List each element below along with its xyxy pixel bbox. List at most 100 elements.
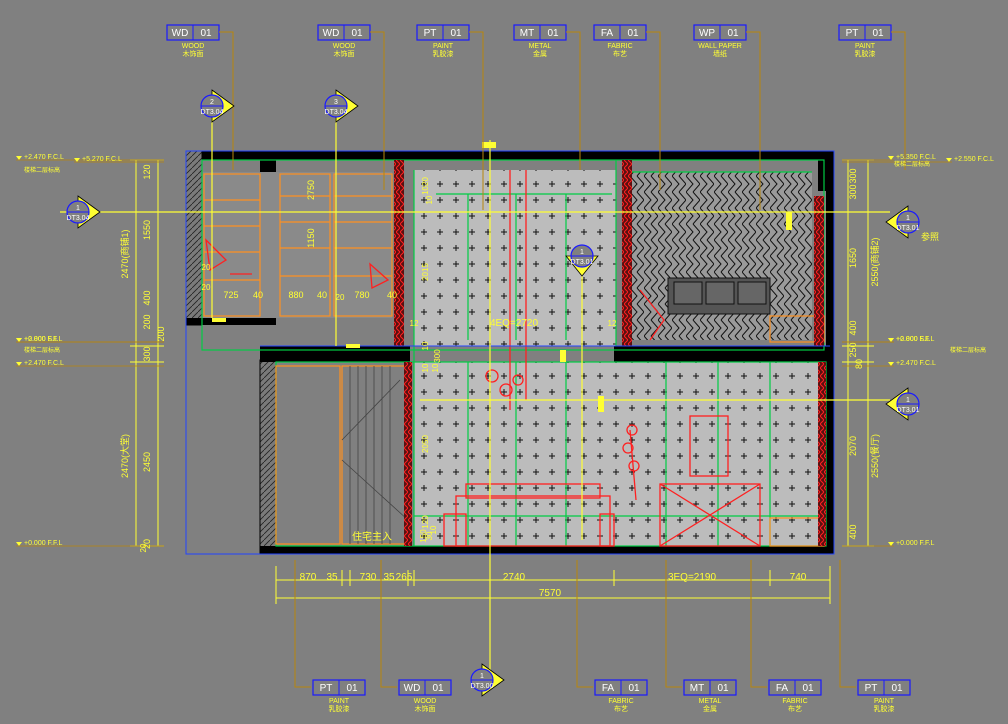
tag-material-cn: 乳胶漆 <box>329 704 350 713</box>
dimension-right: 2070 <box>848 436 858 456</box>
dimension-vertical: 120 <box>421 515 430 529</box>
dimension-left: 2450 <box>142 452 152 472</box>
section-reference: DT3.04 <box>201 109 224 116</box>
dimension-vertical: 2015 <box>421 263 430 281</box>
level-text: +2.550 F.C.L <box>954 156 994 163</box>
section-number: 1 <box>906 397 910 404</box>
tag-leader <box>665 560 682 688</box>
tag-leader <box>219 31 234 170</box>
tag-material-cn: 布艺 <box>614 704 628 713</box>
tag-number: 01 <box>547 28 559 39</box>
dimension-right: 1650 <box>848 248 858 268</box>
right-wall <box>826 190 834 554</box>
tag-material-cn: 墙纸 <box>713 49 727 58</box>
mid-slab-right <box>614 346 830 362</box>
dimension-middle: 12 <box>608 319 617 328</box>
tag-number: 01 <box>450 28 462 39</box>
dimension-shelf-side: 20 <box>336 293 345 302</box>
dimension-right: 80 <box>854 359 864 369</box>
tag-code: PT <box>846 28 859 39</box>
dimension-left: 300 <box>142 346 152 361</box>
tag-material-cn: 乳胶漆 <box>874 704 895 713</box>
tag-code: WP <box>699 28 715 39</box>
tag-code: WD <box>323 28 340 39</box>
level-text: +5.350 F.C.L <box>896 154 936 161</box>
dimension-left: 20 <box>142 539 152 549</box>
dimension-right-total: 2550(餐厅) <box>869 434 880 478</box>
tag-number: 01 <box>727 28 739 39</box>
dimension-floor: 20 <box>139 543 148 552</box>
tag-code: PT <box>320 683 333 694</box>
dimension-shelf: 40 <box>253 290 263 300</box>
dimension-shelf: 40 <box>317 290 327 300</box>
upper-left-floor <box>186 318 276 325</box>
dimension-right: 300 <box>848 184 858 199</box>
dimension-left: 200 <box>156 326 166 341</box>
dimension-middle: 10 <box>431 363 440 372</box>
dimension-right-total: 2550(商铺2) <box>869 237 880 286</box>
tag-code: PT <box>424 28 437 39</box>
dimension-right: 250 <box>848 342 858 357</box>
level-text: +5.270 F.C.L <box>82 156 122 163</box>
tag-code: MT <box>520 28 534 39</box>
tag-number: 01 <box>891 683 903 694</box>
dimension-right: 300 <box>848 168 858 183</box>
tag-code: WD <box>404 683 421 694</box>
level-note: 楼梯二层标高 <box>24 346 60 354</box>
dimension-vertical: 10 <box>425 195 434 204</box>
dimension-shelf-height: 1150 <box>306 228 316 247</box>
section-markers: 2DT3.043DT3.041DT3.041DT3.011DT3.011DT3.… <box>66 89 920 697</box>
level-symbol <box>16 542 22 546</box>
dimension-right: 400 <box>848 524 858 539</box>
level-text: +0.000 F.F.L <box>24 540 62 547</box>
dimension-bottom: 2740 <box>503 572 526 583</box>
dimension-vertical: 30 <box>425 531 434 540</box>
red-strip-5 <box>818 362 826 546</box>
dimension-note: 参照 <box>921 231 939 242</box>
tag-material-en: WOOD <box>182 43 205 50</box>
level-symbol <box>888 338 894 342</box>
dimension-shelf: 880 <box>288 290 303 300</box>
tag-material-en: METAL <box>529 43 552 50</box>
section-reference: DT3.04 <box>67 215 90 222</box>
tag-code: WD <box>172 28 189 39</box>
tag-material-cn: 木饰面 <box>183 49 204 58</box>
level-symbol <box>888 542 894 546</box>
dimension-middle: 4EQ=2720 <box>490 318 539 329</box>
dimension-shelf: 780 <box>354 290 369 300</box>
level-text: +0.000 F.F.L <box>896 336 934 343</box>
level-symbol <box>888 362 894 366</box>
left-wall-lower <box>259 359 277 555</box>
tag-material-en: WALL PAPER <box>698 43 742 50</box>
tag-material-en: PAINT <box>329 698 350 705</box>
tag-code: FA <box>776 683 789 694</box>
dimension-bottom: 35 <box>326 572 338 583</box>
level-symbol <box>74 158 80 162</box>
left-wall-upper <box>185 150 203 326</box>
level-note: 楼梯二层标高 <box>24 166 60 174</box>
dimension-middle: 12 <box>410 319 419 328</box>
dimension-left-total: 2470(大堂) <box>119 434 130 478</box>
tag-number: 01 <box>351 28 363 39</box>
panel-wallpaper <box>632 172 812 340</box>
level-text: +2.470 F.C.L <box>896 360 936 367</box>
level-text: +0.000 F.F.L <box>896 540 934 547</box>
panel-right-lower <box>614 362 818 546</box>
section-number: 2 <box>210 99 214 106</box>
tag-number: 01 <box>432 683 444 694</box>
tag-number: 01 <box>346 683 358 694</box>
tag-code: FA <box>601 28 614 39</box>
level-text: +2.800 S.L <box>896 336 930 343</box>
